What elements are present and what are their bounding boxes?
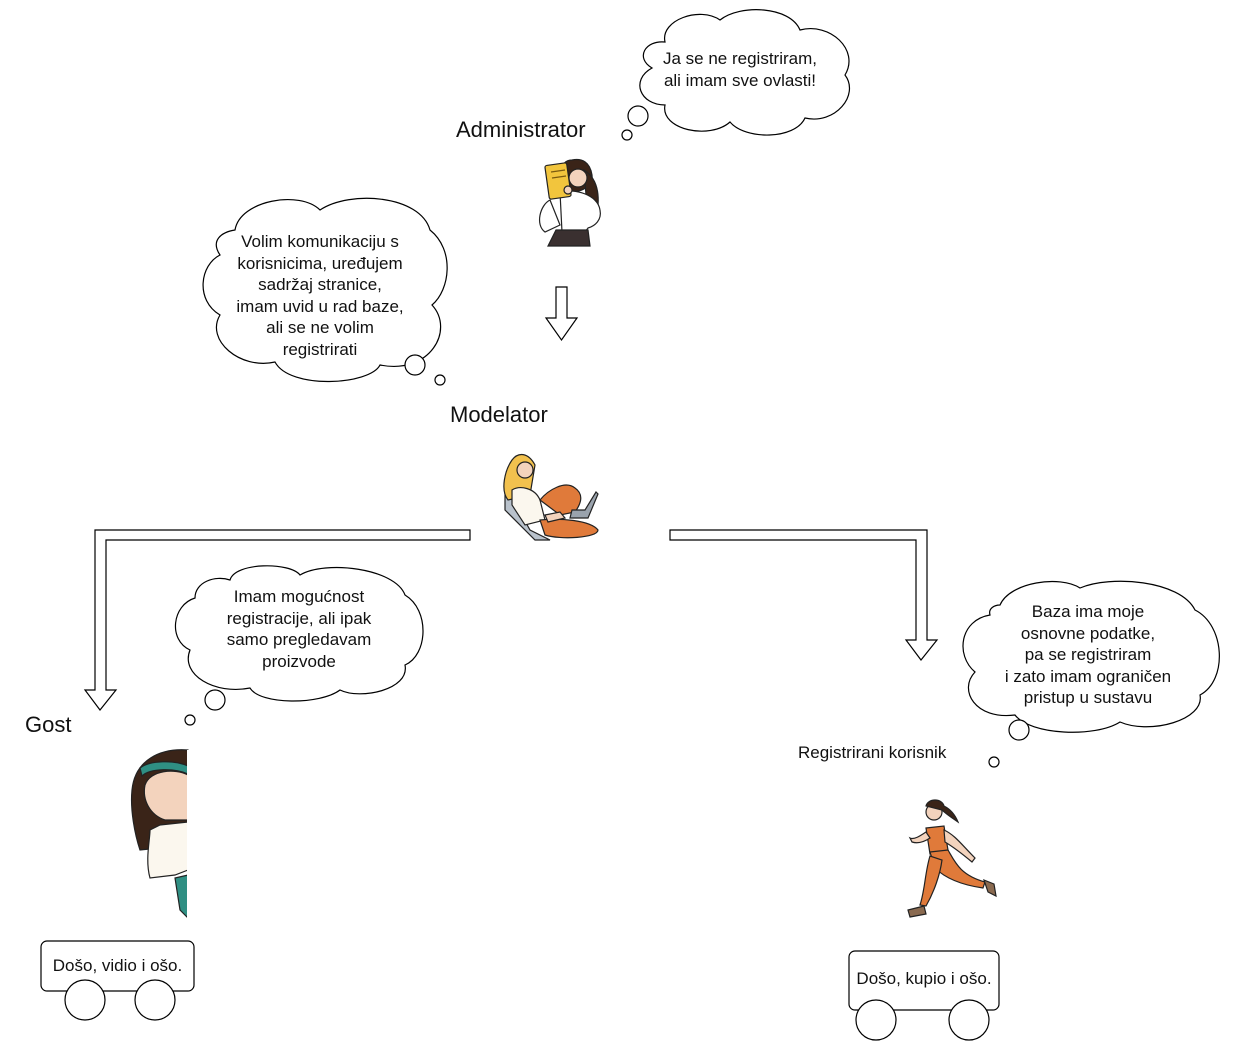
administrator-thought-bubble-small xyxy=(621,129,633,141)
registered-user-cart-label: Došo, kupio i ošo. xyxy=(856,969,992,988)
administrator-thought-text: Ja se ne registriram, ali imam sve ovlas… xyxy=(663,49,817,90)
registered-user-cart xyxy=(848,950,1000,1041)
guest-cart-wheel-left xyxy=(64,979,106,1021)
guest-thought-cloud xyxy=(175,565,424,726)
modelator-thought-text: Volim komunikaciju s korisnicima, uređuj… xyxy=(236,232,404,359)
guest-thought-bubble-large xyxy=(204,689,226,711)
administrator-thought-cloud xyxy=(621,9,851,141)
modelator-thought-bubble-large xyxy=(404,354,426,376)
modelator-illustration xyxy=(503,454,599,541)
guest-cart-wheel-right xyxy=(134,979,176,1021)
modelator-thought-bubble-small xyxy=(434,374,446,386)
administrator-thought-bubble-large xyxy=(627,105,649,127)
registered-user-illustration xyxy=(907,799,997,918)
role-label-guest: Gost xyxy=(25,712,72,737)
registered-user-cart-wheel-left xyxy=(855,999,897,1041)
registered-user-thought-cloud xyxy=(962,580,1220,768)
administrator-illustration xyxy=(538,158,601,247)
arrow-modelator-to-registered-user xyxy=(669,529,939,661)
registered-user-thought-bubble-large xyxy=(1008,719,1030,741)
role-label-administrator: Administrator xyxy=(456,117,586,142)
role-label-modelator: Modelator xyxy=(450,402,548,427)
registered-user-thought-bubble-small xyxy=(988,756,1000,768)
registered-user-thought-text: Baza ima moje osnovne podatke, pa se reg… xyxy=(1004,602,1172,707)
guest-cart-label: Došo, vidio i ošo. xyxy=(52,956,183,975)
guest-cart xyxy=(40,940,195,1021)
arrow-modelator-to-guest xyxy=(83,529,471,711)
role-label-registered-user: Registrirani korisnik xyxy=(798,743,947,762)
guest-thought-bubble-small xyxy=(184,714,196,726)
registered-user-cart-wheel-right xyxy=(948,999,990,1041)
guest-thought-text: Imam mogućnost registracije, ali ipak sa… xyxy=(226,587,372,671)
arrow-administrator-to-modelator xyxy=(544,286,579,342)
modelator-thought-cloud xyxy=(202,197,448,386)
guest-illustration xyxy=(130,749,189,920)
